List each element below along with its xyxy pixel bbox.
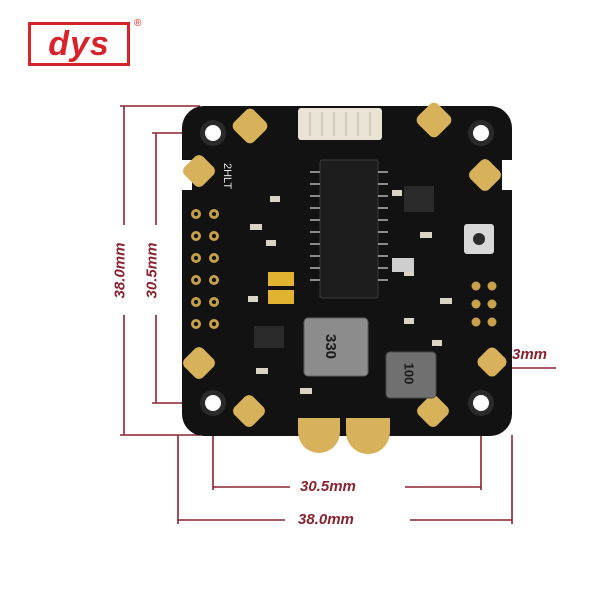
inductor-100 <box>385 351 437 399</box>
main-ic <box>319 159 379 299</box>
inductor-right-label: 100 <box>401 362 417 385</box>
jst-connector <box>298 108 382 140</box>
mount-height-label: 30.5mm <box>143 242 161 299</box>
motor-pads <box>183 102 507 427</box>
inductor-left-label: 330 <box>322 333 340 360</box>
right-solder-pads <box>471 281 497 327</box>
mounting-holes <box>200 120 494 416</box>
smd-components <box>248 190 452 394</box>
mount-width-label: 30.5mm <box>300 478 356 495</box>
inductor-330 <box>303 317 369 377</box>
left-solder-pads <box>191 209 219 329</box>
power-pads <box>298 418 390 454</box>
hole-diameter-label: 3mm <box>512 346 548 363</box>
outer-width-label: 38.0mm <box>298 511 354 528</box>
tantalum-cap <box>268 272 294 286</box>
silk-label: 2HLT <box>221 162 234 190</box>
outer-height-label: 38.0mm <box>111 242 129 299</box>
dys-logo: dys <box>28 22 130 66</box>
registered-mark: ® <box>134 18 142 29</box>
